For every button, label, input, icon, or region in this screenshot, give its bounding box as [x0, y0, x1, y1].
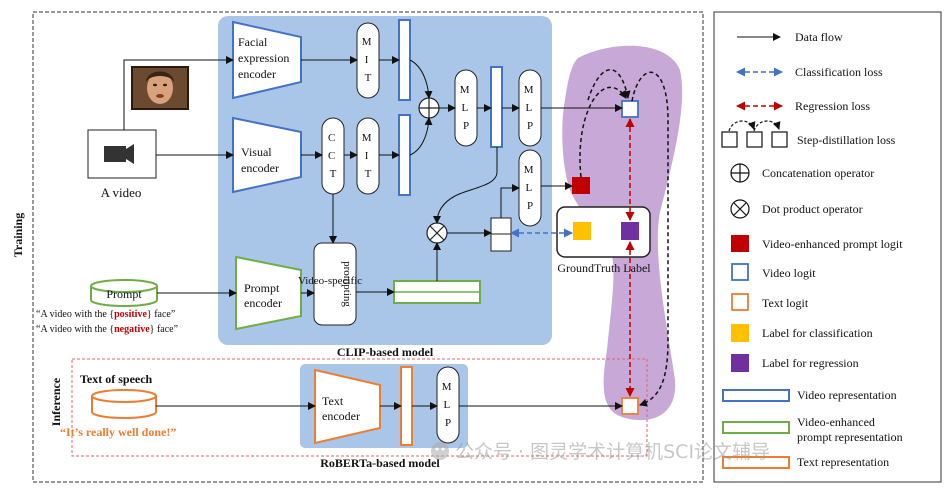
mlp-2-label: M L P	[524, 84, 537, 132]
label-classification-icon	[731, 324, 749, 342]
negative-word: negative	[114, 324, 150, 335]
concatenation-operator	[418, 97, 440, 119]
legend-label-text-logit: Text logit	[762, 296, 809, 310]
video-thumbnail	[131, 66, 189, 110]
legend-label-concatenation: Concatenation operator	[762, 166, 874, 180]
data-flow-arrows	[123, 56, 623, 410]
dot-product-operator	[426, 222, 448, 244]
prompt-label: Prompt	[106, 287, 142, 301]
training-label: Training	[11, 213, 25, 257]
visual-encoder-label: Visual encoder	[241, 145, 279, 175]
video-specific-prompting-label-2: prompting	[341, 261, 353, 307]
legend-label-ve-prompt-representation: Video-enhanced prompt representation	[797, 415, 903, 444]
video-representation-bar	[490, 66, 503, 148]
text-encoder-label: Text encoder	[322, 394, 360, 423]
legend-label-step-distillation: Step-distillation loss	[797, 133, 896, 147]
cct-label: C C T	[328, 132, 338, 180]
mit-top-label: M I T	[362, 36, 375, 84]
legend-label-video-logit: Video logit	[762, 266, 816, 280]
video-logit	[621, 100, 639, 118]
video-enhanced-prompt-logit	[572, 177, 590, 194]
mlp-text-label: M L P	[442, 381, 455, 429]
video-enhanced-prompt-logit-icon	[731, 235, 749, 252]
legend-label-classification-loss: Classification loss	[795, 65, 883, 79]
visual-encoder-block	[232, 116, 302, 194]
prompt-encoder-block	[235, 255, 302, 331]
prompt-encoder-label: Prompt encoder	[244, 281, 282, 310]
text-logit	[621, 397, 639, 415]
ground-truth-label: GroundTruth Label	[557, 261, 651, 275]
video-enhanced-prompt-representation-icon	[722, 421, 790, 434]
text-of-speech-label: Text of speech	[80, 372, 153, 386]
legend-label-video-representation: Video representation	[797, 388, 897, 402]
watermark: 公众号 · 图灵学术计算机SCI论文辅导	[431, 441, 770, 463]
step-distillation-arrows	[579, 69, 669, 407]
inference-label: Inference	[49, 377, 63, 426]
prompt-example-positive: “A video with the {positive} face”	[36, 309, 175, 320]
inference-frame	[71, 358, 648, 457]
text-representation-bar	[400, 366, 413, 446]
facial-encoder-label: Facial expression encoder	[238, 35, 292, 81]
legend-label-text-representation: Text representation	[797, 455, 889, 469]
step-distillation-icon	[721, 120, 788, 148]
classification-label-square	[573, 222, 591, 240]
visual-representation-bar	[398, 114, 411, 196]
text-encoder-block	[314, 368, 381, 445]
video-label: A video	[101, 185, 142, 200]
video-specific-prompting-label: Video-specific	[298, 275, 362, 287]
regression-label-square	[621, 222, 639, 240]
legend-label-dot-product: Dot product operator	[762, 202, 863, 216]
prompt-cylinder	[90, 279, 158, 307]
text-representation-icon	[722, 456, 790, 469]
roberta-panel-title: RoBERTa-based model	[320, 456, 440, 470]
video-representation-icon	[722, 389, 790, 402]
legend-label-ve-prompt-logit: Video-enhanced prompt logit	[762, 237, 903, 251]
speech-quote: “It’s really well done!”	[60, 425, 176, 439]
legend-label-regression-loss: Regression loss	[795, 99, 870, 113]
mlp-1-label: M L P	[460, 84, 473, 132]
video-logit-icon	[731, 263, 749, 281]
legend-label-regression: Label for regression	[762, 356, 859, 370]
legend: Data flow Classification loss Regression…	[721, 30, 903, 469]
legend-label-data-flow: Data flow	[795, 30, 843, 44]
mit-middle-label: M I T	[362, 132, 375, 180]
legend-frame	[713, 11, 942, 483]
concatenation-operator-icon	[730, 163, 750, 183]
positive-word: positive	[114, 309, 147, 320]
text-logit-icon	[731, 293, 749, 311]
facial-encoder-block	[232, 20, 302, 100]
dot-product-operator-icon	[730, 199, 750, 219]
speech-cylinder	[91, 389, 157, 419]
legend-label-classification: Label for classification	[762, 326, 873, 340]
watermark-text: 公众号 · 图灵学术计算机SCI论文辅导	[455, 441, 770, 463]
video-camera-icon	[87, 129, 157, 179]
clip-panel-title: CLIP-based model	[337, 345, 434, 359]
label-regression-icon	[731, 354, 749, 372]
prompt-example-negative: “A video with the {negative} face”	[36, 324, 178, 335]
facial-representation-bar	[398, 19, 411, 101]
mlp-3-label: M L P	[524, 164, 537, 212]
